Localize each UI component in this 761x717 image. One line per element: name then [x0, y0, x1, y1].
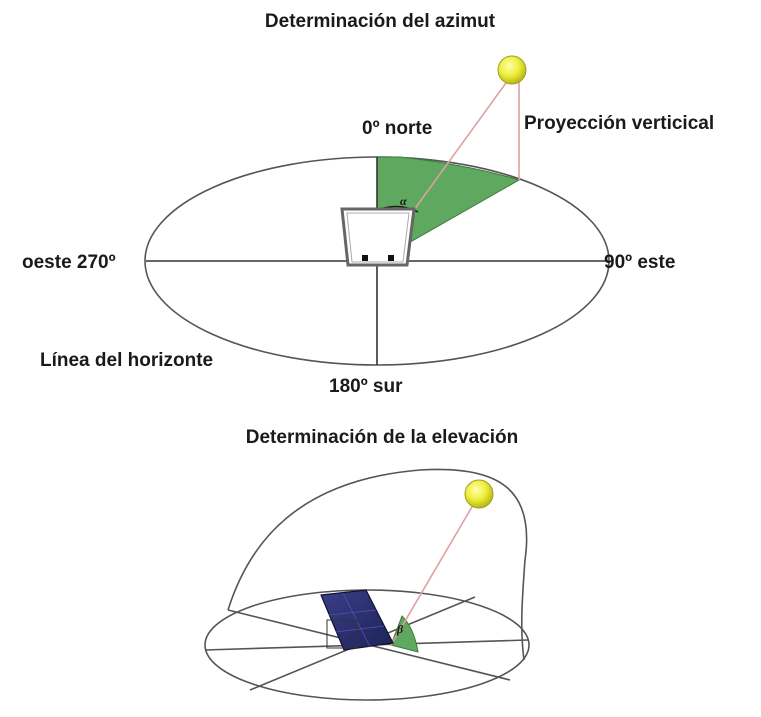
ground-ellipse [204, 589, 530, 701]
label-north: 0º norte [362, 118, 432, 139]
sky-dome [227, 468, 528, 661]
label-east: 90º este [604, 252, 675, 273]
label-south: 180º sur [329, 376, 403, 397]
label-projection: Proyección verticical [524, 113, 714, 134]
elevation-solar-panel-icon [320, 589, 394, 651]
elevation-sun-icon [464, 479, 494, 509]
azimut-diagram: Determinación del azimut α 0º norte Proy… [22, 11, 714, 397]
elevacion-title: Determinación de la elevación [246, 427, 518, 448]
azimuth-sector [376, 156, 521, 262]
label-west: oeste 270º [22, 252, 116, 273]
elevation-angle-symbol: β [396, 622, 404, 636]
elevation-sun-ray [390, 499, 477, 646]
azimuth-angle-symbol: α [400, 194, 407, 208]
solar-panel-icon [340, 207, 416, 267]
label-horizon: Línea del horizonte [40, 350, 213, 371]
elevacion-diagram: Determinación de la elevación β [204, 427, 530, 701]
elevation-sector [390, 615, 419, 653]
azimut-title: Determinación del azimut [265, 11, 496, 32]
sun-icon [497, 55, 527, 85]
